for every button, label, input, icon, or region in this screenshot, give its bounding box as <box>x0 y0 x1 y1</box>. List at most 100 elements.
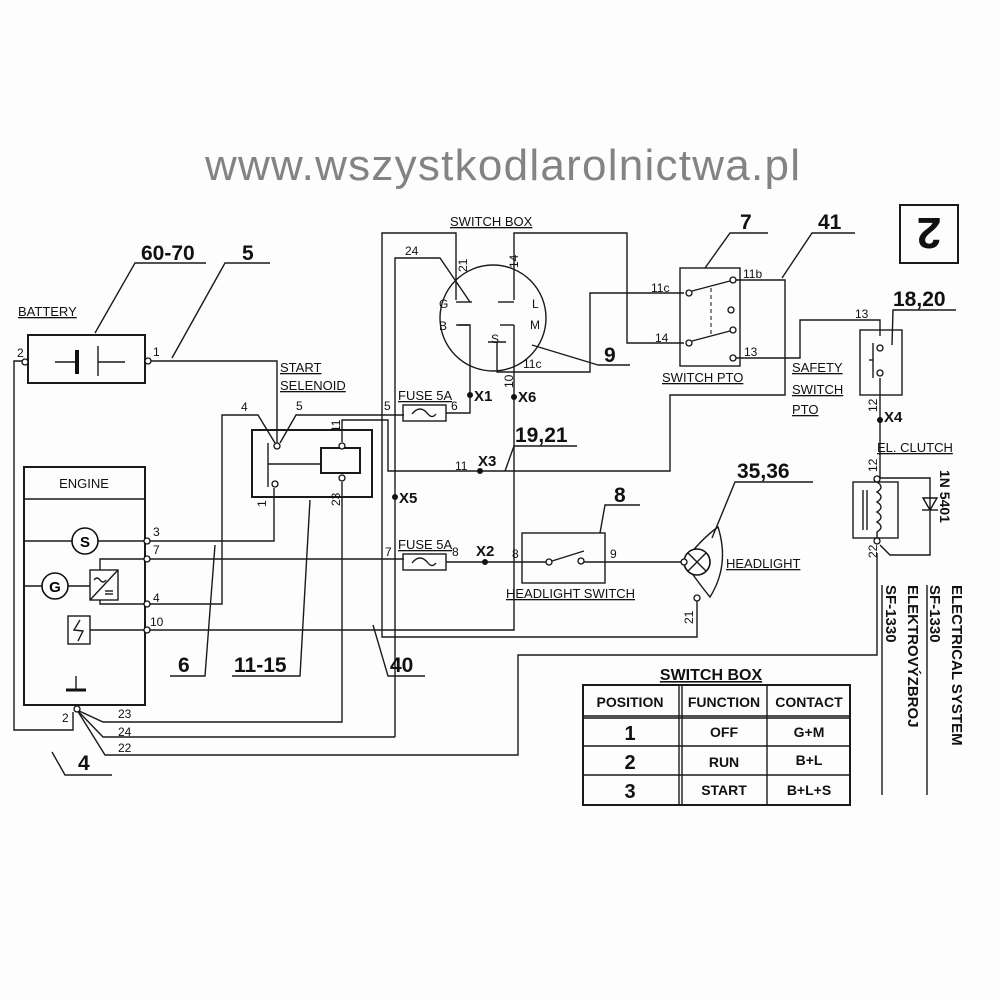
fuse-1: FUSE 5A <box>398 388 453 422</box>
terminal-label: 11b <box>743 267 762 281</box>
terminal-label: 3 <box>153 525 160 539</box>
terminal-label: 11 <box>329 419 343 432</box>
headlight-label: HEADLIGHT <box>726 556 800 571</box>
el-clutch-label: EL. CLUTCH <box>877 440 953 455</box>
battery-label: BATTERY <box>18 304 77 319</box>
terminal-label: 10 <box>502 374 516 388</box>
connector-x6: X6 <box>518 389 536 406</box>
table-row-2-position: 2 <box>624 752 635 774</box>
start-selenoid: START SELENOID <box>251 360 373 498</box>
terminal-label: 22 <box>866 544 880 558</box>
terminal-label: 1N 5401 <box>937 470 953 523</box>
table-row-3-contact: B+L+S <box>787 782 831 798</box>
connector-x1: X1 <box>474 388 492 405</box>
watermark: www.wszystkodlarolnictwa.pl <box>204 141 800 190</box>
connector-x5: X5 <box>399 490 417 507</box>
fuse-2: FUSE 5A <box>398 537 453 571</box>
engine: ENGINE S G <box>23 466 151 713</box>
connector-labels: X1 X6 X3 X5 X2 X4 <box>399 388 903 560</box>
terminal-label: 4 <box>153 591 160 605</box>
callouts: 60-70 5 7 41 18,20 9 19,21 35,36 8 6 11-… <box>51 211 956 776</box>
table-row-1-position: 1 <box>624 723 635 745</box>
safety-switch-pto: SAFETY SWITCH PTO <box>792 329 903 417</box>
title-line-4: SF-1330 <box>882 585 899 643</box>
terminal-label: 23 <box>118 707 132 721</box>
terminal-label: 13 <box>855 307 869 321</box>
junction-dots <box>392 392 883 565</box>
terminal-label: G <box>439 297 448 311</box>
table-row-2-contact: B+L <box>796 752 823 768</box>
table-header-function: FUNCTION <box>688 694 760 710</box>
generator-symbol: G <box>49 579 61 596</box>
callout-4: 4 <box>78 752 90 775</box>
terminal-label: 11c <box>651 281 669 295</box>
terminal-label: 24 <box>118 725 132 739</box>
headlight-switch-label: HEADLIGHT SWITCH <box>506 586 635 601</box>
terminal-label: 22 <box>118 741 132 755</box>
callout-11-15: 11-15 <box>234 654 287 677</box>
connector-x4: X4 <box>884 409 903 426</box>
terminal-label: 11c <box>523 357 541 371</box>
diode-icon <box>921 497 939 512</box>
ground-icon <box>66 676 86 692</box>
battery: BATTERY <box>18 304 152 384</box>
safety-label-3: PTO <box>792 402 819 417</box>
title-line-3: ELEKTROVÝZBROJ <box>904 585 922 728</box>
switch-pto-label: SWITCH PTO <box>662 370 743 385</box>
table-title: SWITCH BOX <box>660 667 763 684</box>
connector-x2: X2 <box>476 543 494 560</box>
start-selenoid-label-2: SELENOID <box>280 378 346 393</box>
callout-40: 40 <box>390 654 413 677</box>
callout-7: 7 <box>740 211 752 234</box>
terminal-label: 8 <box>512 547 519 561</box>
starter-symbol: S <box>80 534 90 551</box>
terminal-label: 9 <box>610 547 617 561</box>
terminal-label: 11 <box>455 459 468 473</box>
ignition-switch-box: SWITCH BOX <box>439 214 630 372</box>
terminal-label: 2 <box>62 711 69 725</box>
terminal-label: 13 <box>744 345 758 359</box>
terminal-label: 23 <box>329 492 343 506</box>
callout-41: 41 <box>818 211 842 234</box>
engine-label: ENGINE <box>59 476 109 491</box>
sheet-number: 2 <box>917 208 941 257</box>
connector-x3: X3 <box>478 453 496 470</box>
terminal-label: 1 <box>153 345 160 359</box>
terminal-label: 2 <box>17 346 24 360</box>
callout-5: 5 <box>242 242 254 265</box>
spark-icon <box>67 615 147 645</box>
terminal-label: 5 <box>384 399 391 413</box>
callout-60-70: 60-70 <box>141 242 195 265</box>
terminal-label: 21 <box>682 610 696 624</box>
terminal-label: L <box>532 297 539 311</box>
safety-label-1: SAFETY <box>792 360 843 375</box>
table-row-3-position: 3 <box>624 781 635 803</box>
headlight-switch: HEADLIGHT SWITCH <box>506 532 635 601</box>
headlight: HEADLIGHT <box>680 525 800 602</box>
terminal-label: B <box>439 319 447 333</box>
terminal-label: 5 <box>296 399 303 413</box>
terminal-label: 8 <box>452 545 459 559</box>
start-selenoid-label-1: START <box>280 360 321 375</box>
table-row-2-function: RUN <box>709 754 739 770</box>
switch-box-label: SWITCH BOX <box>450 214 533 229</box>
terminal-label: 21 <box>456 258 470 272</box>
fuse-1-label: FUSE 5A <box>398 388 453 403</box>
electric-clutch: EL. CLUTCH <box>852 440 953 545</box>
title-line-2: SF-1330 <box>926 585 943 643</box>
fuse-2-label: FUSE 5A <box>398 537 453 552</box>
terminal-label: 14 <box>655 331 669 345</box>
terminal-label: 7 <box>153 543 160 557</box>
sheet-number-box: 2 <box>899 204 959 264</box>
terminal-label: 4 <box>241 400 248 414</box>
terminal-label: 1 <box>255 500 269 507</box>
table-row-1-function: OFF <box>710 724 738 740</box>
safety-label-2: SWITCH <box>792 382 843 397</box>
callout-19-21: 19,21 <box>515 424 568 447</box>
title-block: ELECTRICAL SYSTEM SF-1330 ELEKTROVÝZBROJ… <box>881 585 965 795</box>
terminal-label: 10 <box>150 615 164 629</box>
terminal-label: S <box>491 332 499 346</box>
